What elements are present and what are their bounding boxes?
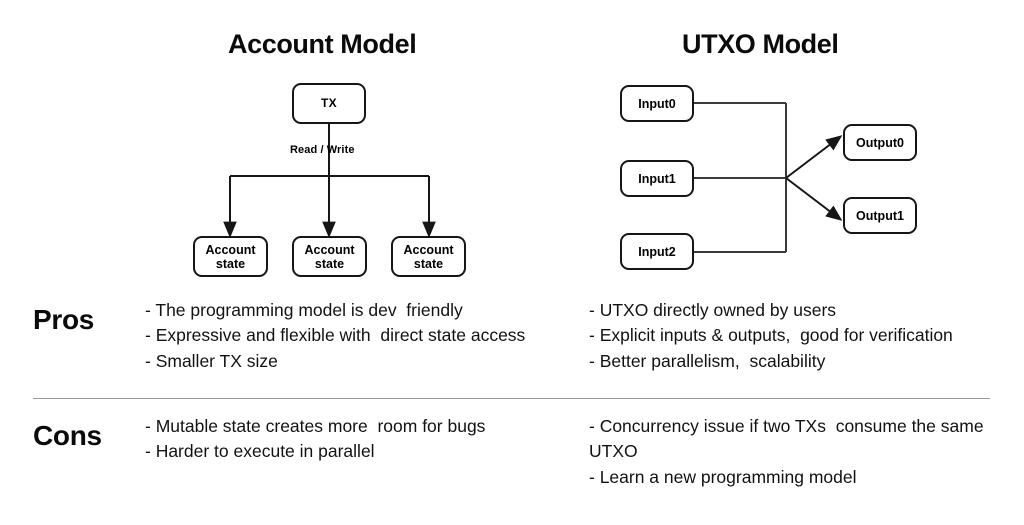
diagram-connectors xyxy=(223,102,843,253)
list-item: - UTXO directly owned by users xyxy=(589,300,837,320)
list-item: - Expressive and flexible with direct st… xyxy=(145,325,526,346)
list-item: - Harder to execute in parallel xyxy=(145,441,375,462)
list-item: - Explicit inputs & outputs, good for ve… xyxy=(589,325,953,346)
node-input-2: Input2 xyxy=(620,233,694,270)
list-item: - The programming model is dev friendly xyxy=(145,300,463,320)
utxo-model-edges xyxy=(694,102,843,253)
node-account-state: Account state xyxy=(292,236,367,277)
node-account-state: Account state xyxy=(193,236,268,277)
list-item: - Learn a new programming model xyxy=(589,466,857,487)
cons-account-column: - Mutable state creates more room for bu… xyxy=(145,414,585,465)
pros-account-column: - The programming model is dev friendly … xyxy=(145,298,585,374)
page-title-utxo-model: UTXO Model xyxy=(682,29,839,59)
pros-utxo-column: - UTXO directly owned by users - Explici… xyxy=(589,298,1009,374)
node-output-1: Output1 xyxy=(843,197,917,234)
node-tx: TX xyxy=(292,83,366,124)
list-item: - Better parallelism, scalability xyxy=(589,350,826,371)
list-item: - Concurrency issue if two TXs consume t… xyxy=(589,416,989,462)
section-label-cons: Cons xyxy=(33,420,102,451)
section-divider xyxy=(33,398,990,399)
cons-utxo-column: - Concurrency issue if two TXs consume t… xyxy=(589,414,1009,490)
list-item: - Smaller TX size xyxy=(145,350,278,371)
node-account-state: Account state xyxy=(391,236,466,277)
node-input-1: Input1 xyxy=(620,160,694,197)
section-label-pros: Pros xyxy=(33,304,95,335)
page-title-account-model: Account Model xyxy=(228,29,417,59)
edge-label-read-write: Read / Write xyxy=(290,144,355,156)
node-output-0: Output0 xyxy=(843,124,917,161)
list-item: - Mutable state creates more room for bu… xyxy=(145,416,486,436)
node-input-0: Input0 xyxy=(620,85,694,122)
account-model-edges xyxy=(223,124,436,239)
